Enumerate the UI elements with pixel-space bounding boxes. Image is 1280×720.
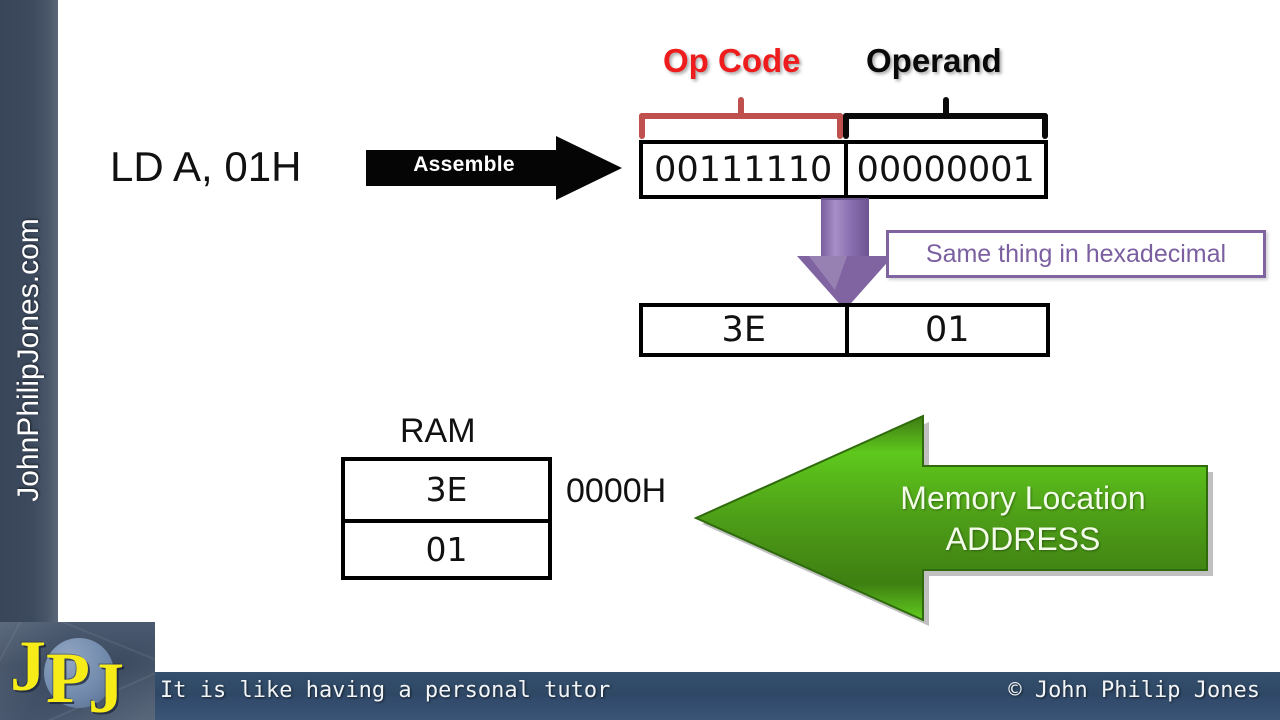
hex-conversion-arrow-icon (797, 198, 893, 310)
opcode-brace (639, 97, 843, 141)
operand-label: Operand (866, 42, 1002, 79)
memory-address-line-2: ADDRESS (945, 520, 1101, 557)
operand-brace (843, 97, 1048, 141)
jpj-logo: J P J (0, 622, 155, 720)
opcode-brace-left-tip (639, 113, 645, 139)
purple-arrow-head (797, 256, 893, 310)
ram-cell-0: 3E (425, 470, 468, 510)
binary-opcode-cell: 00111110 (654, 149, 833, 190)
binary-instruction-box: 00111110 00000001 (639, 140, 1048, 199)
operand-brace-bar (843, 113, 1048, 119)
assemble-arrow-shaft (366, 150, 562, 186)
opcode-brace-bar (639, 113, 843, 119)
binary-operand-cell: 00000001 (843, 144, 1045, 195)
purple-arrow-highlight (809, 256, 847, 290)
logo-circle-icon (44, 638, 114, 708)
memory-address-arrow: Memory Location ADDRESS (688, 410, 1215, 626)
logo-letter-j2: J (88, 648, 124, 720)
ram-label: RAM (400, 412, 476, 450)
footer-bar (155, 672, 1280, 720)
operand-brace-right-tip (1042, 113, 1048, 139)
purple-arrow-shaft (821, 198, 869, 262)
footer-copyright: © John Philip Jones (1008, 678, 1260, 703)
operand-brace-nub (942, 97, 949, 117)
logo-letters: J P J (0, 622, 155, 720)
ram-address-label: 0000H (566, 472, 667, 510)
memory-address-line-1: Memory Location (900, 480, 1146, 516)
sidebar-site-name: JohnPhilipJones.com (12, 218, 45, 502)
hex-instruction-box: 3E 01 (639, 303, 1050, 357)
footer-tagline: It is like having a personal tutor (160, 678, 611, 703)
source-instruction: LD A, 01H (110, 143, 302, 190)
logo-letter-j1: J (10, 626, 46, 706)
opcode-brace-nub (738, 97, 744, 117)
opcode-brace-right-tip (837, 113, 843, 139)
memory-address-arrow-text: Memory Location ADDRESS (848, 478, 1198, 560)
opcode-label: Op Code (663, 42, 801, 79)
assemble-arrow: Assemble (366, 136, 622, 200)
logo-letter-p: P (46, 638, 90, 718)
green-arrow-icon (693, 414, 1213, 626)
assemble-arrow-head-icon (556, 136, 622, 200)
left-sidebar: JohnPhilipJones.com (0, 0, 58, 720)
hex-opcode-cell: 3E (721, 310, 766, 350)
operand-brace-left-tip (843, 113, 849, 139)
assemble-arrow-label: Assemble (413, 153, 515, 176)
ram-cell-1: 01 (345, 518, 548, 577)
ram-memory-box: 3E 01 (341, 457, 552, 580)
hexadecimal-callout: Same thing in hexadecimal (886, 230, 1266, 278)
hex-operand-cell: 01 (844, 307, 1047, 353)
